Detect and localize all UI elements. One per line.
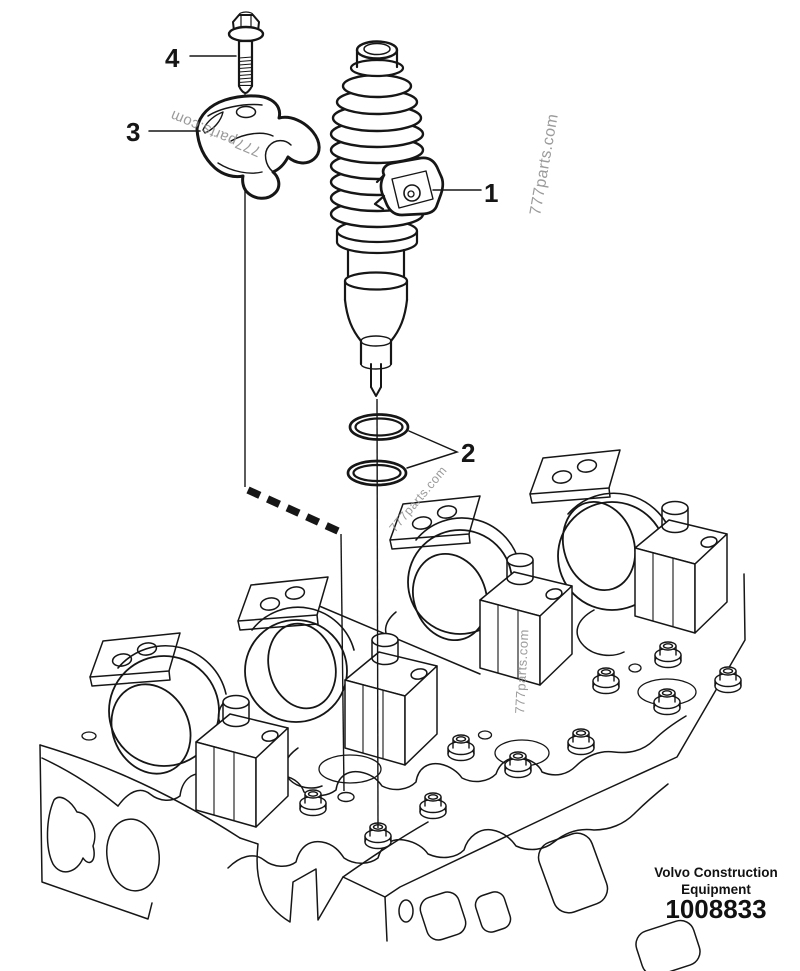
bearing-cap-3 <box>389 495 573 686</box>
footer-company-line1: Volvo Construction <box>654 865 778 880</box>
bearing-cap-2 <box>237 576 438 766</box>
assembly-lines <box>244 190 379 829</box>
deck-gasket-line-lower <box>227 783 669 869</box>
head-end-port <box>106 818 160 892</box>
callout-1-label: 1 <box>484 178 498 208</box>
bearing-cap-1 <box>89 632 289 828</box>
watermark-right: 777parts.com <box>527 112 562 216</box>
callout-3-label: 3 <box>126 117 140 147</box>
cylinder-head-illustration <box>39 449 746 971</box>
footer-part-number: 1008833 <box>665 894 766 924</box>
o-ring-upper <box>348 413 410 441</box>
head-intake-ports <box>398 832 701 971</box>
injector-connector <box>373 156 445 217</box>
footer: Volvo Construction Equipment 1008833 <box>654 865 778 924</box>
o-rings-illustration <box>346 413 410 487</box>
head-bottom-edge <box>384 573 746 898</box>
callouts: 1 2 3 4 <box>126 43 498 469</box>
callout-4-label: 4 <box>165 43 180 73</box>
head-left-face-edge <box>39 744 153 920</box>
injector-centerline <box>376 398 379 829</box>
o-ring-lower <box>346 459 408 487</box>
dashed-assembly-line <box>246 486 340 535</box>
bolt-illustration <box>227 11 265 111</box>
callout-2-leader <box>406 430 460 469</box>
bearing-cap-4 <box>529 449 728 634</box>
injector-illustration <box>329 40 445 397</box>
clamp-illustration <box>195 94 321 200</box>
callout-2-label: 2 <box>461 438 475 468</box>
watermark-lower-middle: 777parts.com <box>512 629 531 714</box>
footer-company-line2: Equipment <box>681 882 751 897</box>
